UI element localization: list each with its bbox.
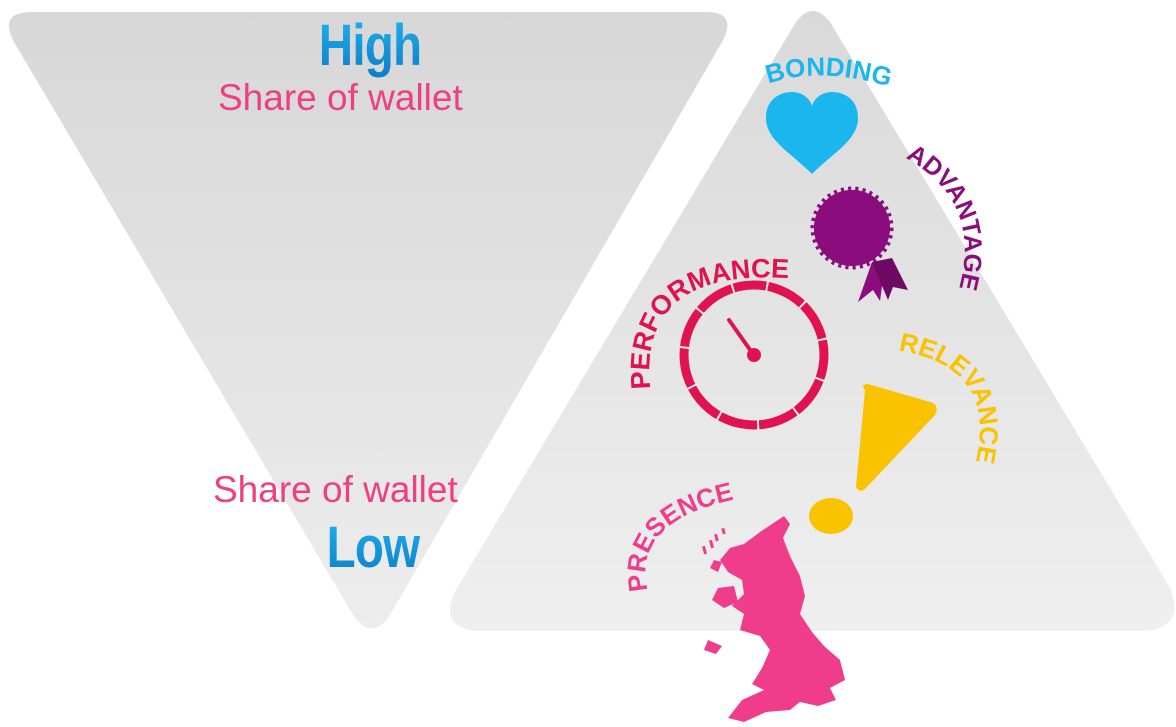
- heart-icon: [766, 92, 858, 174]
- high-level-label: High: [288, 14, 452, 78]
- uk-map-icon: [704, 516, 845, 722]
- bonding-stage: [766, 92, 858, 174]
- relevance-stage: [809, 384, 937, 534]
- bottom-share-of-wallet-label: Share of wallet: [213, 469, 458, 510]
- presence-stage: [702, 516, 845, 722]
- low-level-label: Low: [291, 516, 455, 580]
- exclamation-icon: [809, 384, 937, 534]
- gauge-icon: [679, 280, 829, 430]
- top-share-of-wallet-label: Share of wallet: [218, 77, 463, 118]
- advantage-stage: [810, 186, 908, 302]
- performance-stage: [679, 280, 829, 430]
- uk-islands: [702, 520, 787, 555]
- funnel-panel: [8, 12, 728, 629]
- rosette-icon: [810, 186, 908, 302]
